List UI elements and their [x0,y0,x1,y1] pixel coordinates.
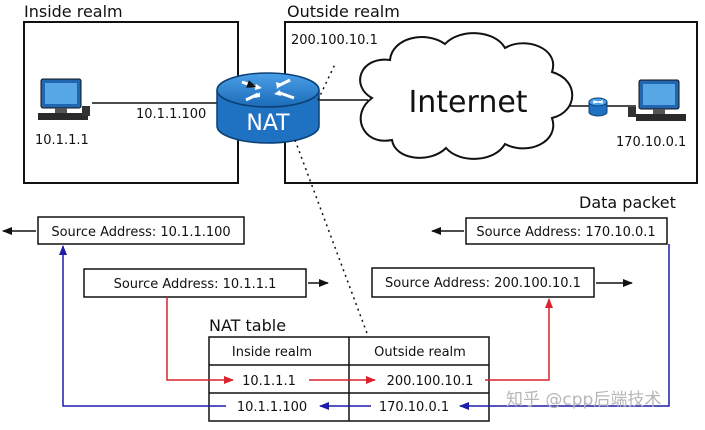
inside-host-ip: 10.1.1.1 [35,133,89,148]
internet-cloud [359,32,574,160]
inside-realm-title: Inside realm [24,2,123,21]
public-ip-pointer [317,61,337,101]
nat-table-cell-outside-2: 170.10.0.1 [379,400,449,415]
packet-request-outside: Source Address: 200.100.10.1 [385,276,581,291]
packet-request-outside-box [371,267,595,298]
remote-router-icon [588,97,608,117]
internet-label: Internet [408,85,527,120]
red-path-request-in [166,297,234,384]
nat-table-link [294,139,369,337]
outside-realm-title: Outside realm [287,2,400,21]
nat-router-icon [216,72,320,144]
nat-table-cell-outside-1: 200.100.10.1 [387,374,474,389]
router-label: NAT [246,111,290,136]
blue-path-reply-in [459,244,670,410]
packet-reply-outside-box [465,217,668,245]
nat-table-header-outside: Outside realm [374,345,466,360]
watermark: 知乎 @cpp后端技术 [506,390,661,410]
nat-table [208,336,490,422]
public-ip-label: 200.100.10.1 [291,33,378,48]
packet-request-inside-box [83,268,307,298]
nat-table-cell-inside-2: 10.1.1.100 [237,400,307,415]
nat-table-cell-inside-1: 10.1.1.1 [242,374,296,389]
nat-table-header-inside: Inside realm [232,345,312,360]
blue-path-reply-out [59,245,226,407]
nat-table-title: NAT table [209,316,286,335]
packet-reply-inside: Source Address: 10.1.1.100 [51,225,230,240]
data-packet-label: Data packet [579,193,676,212]
inside-link-ip: 10.1.1.100 [136,107,206,122]
inside-pc-icon [38,78,90,120]
red-path-request-out [485,298,553,381]
outside-pc-icon [628,79,686,121]
outside-host-ip: 170.10.0.1 [616,135,686,150]
packet-reply-outside: Source Address: 170.10.0.1 [476,225,655,240]
packet-reply-inside-box [37,216,245,245]
packet-request-inside: Source Address: 10.1.1.1 [114,277,277,292]
